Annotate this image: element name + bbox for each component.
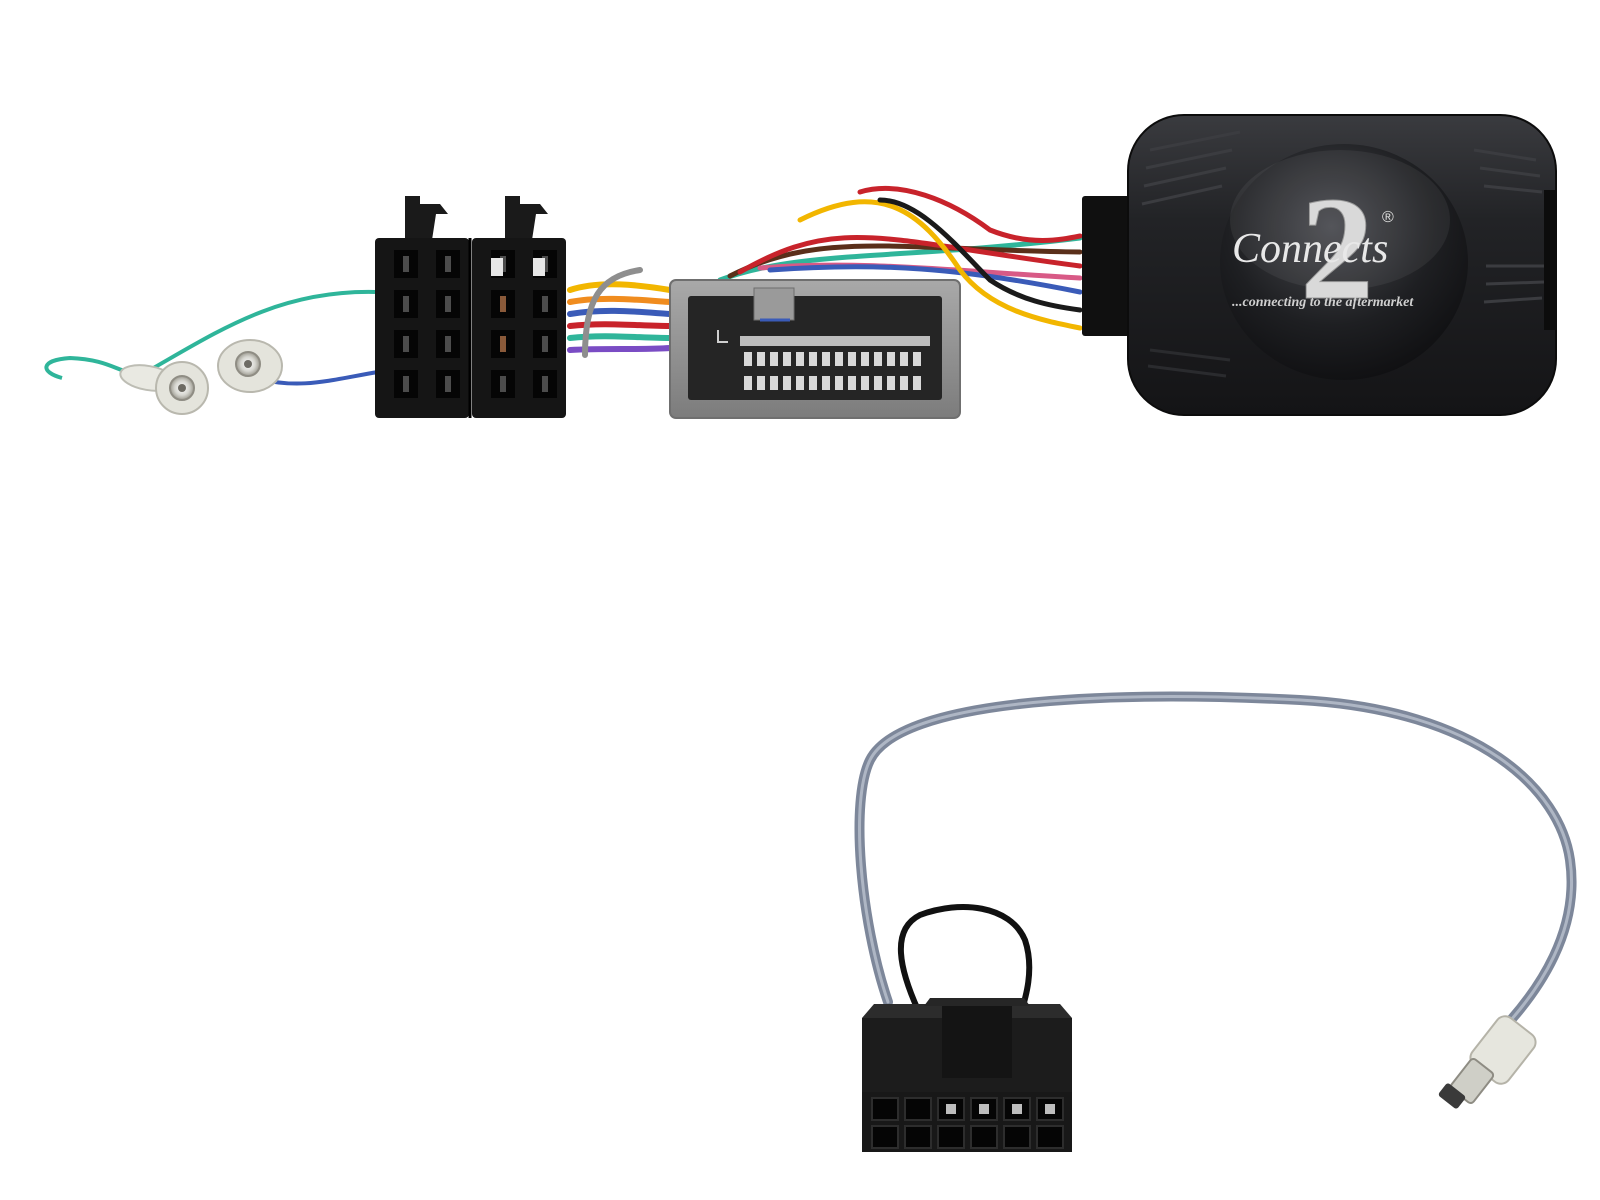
iso-pin-cavity	[533, 370, 557, 398]
twelve-pin-cavity	[904, 1097, 932, 1121]
vehicle-pin	[796, 376, 804, 390]
vehicle-pin	[757, 352, 765, 366]
vehicle-connector-pins	[744, 352, 921, 390]
harness-wires-right	[717, 186, 1083, 331]
harness-wires-left	[567, 267, 673, 358]
twelve-pin-cavity	[1036, 1125, 1064, 1149]
vehicle-pin	[913, 376, 921, 390]
brand-logo: 2 Connects ® ...connecting to the afterm…	[1232, 167, 1414, 332]
iso-pin-cavity	[394, 330, 418, 358]
iso-pin-cavity	[491, 330, 515, 358]
grey-lead-cable	[854, 691, 1577, 1037]
iso-terminal	[533, 258, 545, 276]
registered-mark: ®	[1382, 209, 1394, 226]
twelve-pin-cavity	[1003, 1097, 1031, 1121]
iso-pin-cavity	[394, 290, 418, 318]
twelve-pin-cavity	[1003, 1125, 1031, 1149]
iso-pin-cavity	[533, 330, 557, 358]
twelve-pin-connector-pins	[871, 1097, 1064, 1149]
brand-tagline: ...connecting to the aftermarket	[1232, 295, 1414, 310]
twelve-pin-cavity	[904, 1125, 932, 1149]
vehicle-pin	[822, 376, 830, 390]
vehicle-pin	[874, 352, 882, 366]
green-antenna-wire	[44, 289, 376, 380]
vehicle-pin	[900, 376, 908, 390]
vehicle-pin	[809, 376, 817, 390]
antenna-wires	[44, 289, 379, 386]
vehicle-pin	[770, 376, 778, 390]
vehicle-pin	[848, 352, 856, 366]
interface-module	[1082, 114, 1557, 416]
twelve-pin-cavity	[937, 1097, 965, 1121]
vehicle-pin	[887, 376, 895, 390]
twelve-pin-cavity	[1036, 1097, 1064, 1121]
vehicle-pin	[796, 352, 804, 366]
vehicle-pin	[861, 352, 869, 366]
vehicle-pin	[861, 376, 869, 390]
vehicle-pin	[822, 352, 830, 366]
vehicle-pin	[835, 376, 843, 390]
black-loop-wire	[897, 904, 1033, 1017]
vehicle-pin	[783, 352, 791, 366]
vehicle-pin	[757, 376, 765, 390]
logo-digit: 2	[1300, 167, 1374, 331]
twelve-pin-cavity	[970, 1125, 998, 1149]
iso-pin-cavity	[436, 330, 460, 358]
vehicle-pin	[744, 376, 752, 390]
vehicle-pin	[848, 376, 856, 390]
iso-pin-cavity	[436, 290, 460, 318]
antenna-plug-right	[217, 339, 283, 393]
twelve-pin-cavity	[970, 1097, 998, 1121]
vehicle-pin	[835, 352, 843, 366]
vehicle-pin	[887, 352, 895, 366]
iso-terminal	[491, 258, 503, 276]
vehicle-pin	[744, 352, 752, 366]
twelve-pin-cavity	[937, 1125, 965, 1149]
vehicle-pin	[783, 376, 791, 390]
vehicle-pin	[913, 352, 921, 366]
antenna-plug-left	[119, 361, 209, 415]
iso-pin-cavity	[491, 290, 515, 318]
iso-pin-cavity	[394, 370, 418, 398]
antenna-end-plug	[1438, 1015, 1537, 1109]
iso-connector-pins	[394, 250, 557, 398]
vehicle-pin	[809, 352, 817, 366]
twelve-pin-cavity	[871, 1125, 899, 1149]
logo-text: Connects	[1232, 226, 1388, 272]
vehicle-pin	[900, 352, 908, 366]
steering-control-lead	[854, 691, 1577, 1037]
iso-pin-cavity	[533, 290, 557, 318]
vehicle-pin	[770, 352, 778, 366]
logo-disc	[1220, 144, 1468, 380]
vehicle-connector	[669, 279, 961, 419]
iso-pin-cavity	[394, 250, 418, 278]
iso-pin-cavity	[436, 370, 460, 398]
iso-pin-cavity	[491, 370, 515, 398]
twelve-pin-cavity	[871, 1097, 899, 1121]
iso-pin-cavity	[436, 250, 460, 278]
vehicle-pin	[874, 376, 882, 390]
